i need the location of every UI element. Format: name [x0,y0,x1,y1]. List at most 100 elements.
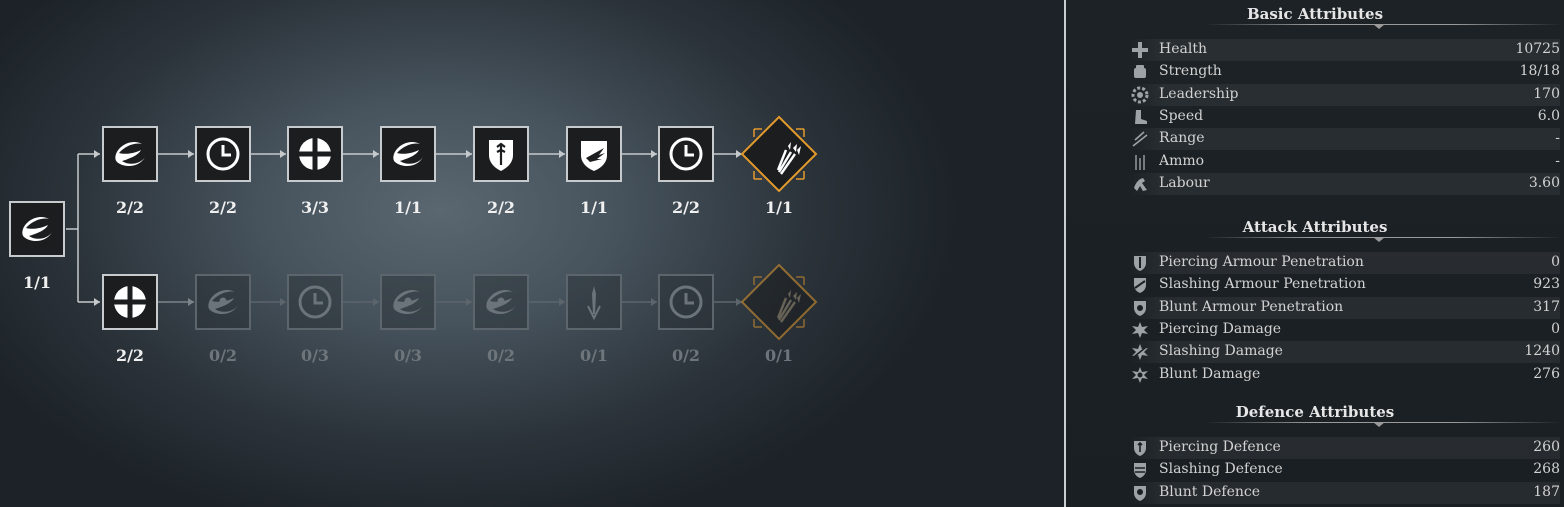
skill-node-spear-icon[interactable] [566,274,622,330]
skill-node-cross-shield-icon[interactable] [102,274,158,330]
connector-arrowhead [466,298,472,306]
blunt-damage-icon [1132,366,1148,383]
skill-tree-connectors [66,150,742,306]
skill-node-clock-icon[interactable] [658,126,714,182]
attribute-label: Piercing Damage [1159,320,1282,337]
attribute-label: Range [1159,130,1205,147]
skill-node-wing-shield-icon[interactable] [566,126,622,182]
defence-attributes-divider-arrow [1373,422,1385,427]
attribute-row-piercing-damage: Piercing Damage 0 [1128,319,1560,341]
attribute-row-slashing-damage: Slashing Damage 1240 [1128,341,1560,364]
skill-node-clock-icon[interactable] [195,126,251,182]
attribute-value: - [1555,152,1560,169]
attribute-row-blunt-armour-penetration: Blunt Armour Penetration 317 [1128,296,1560,319]
attribute-value: 0 [1551,254,1560,270]
attribute-label: Slashing Damage [1159,343,1283,360]
skill-node-count: 1/1 [764,198,794,217]
skill-node-count: 2/2 [208,198,238,217]
attribute-row-labour: Labour 3.60 [1128,172,1560,195]
attribute-value: 0 [1551,320,1560,337]
attribute-value: 10725 [1515,41,1560,57]
skill-node-count: 1/1 [22,273,52,292]
blunt-defence-icon [1134,485,1146,501]
skill-node-spear-volley-icon[interactable] [740,115,818,193]
connector-arrowhead [736,298,742,306]
piercing-penetration-icon [1134,256,1146,271]
skill-node-cross-shield-icon[interactable] [287,126,343,182]
connector-arrowhead [94,150,100,158]
connector-arrowhead [373,298,379,306]
attribute-row-ammo: Ammo - [1128,151,1560,173]
piercing-defence-icon [1134,441,1146,456]
skill-node-count: 0/1 [579,346,609,365]
connector-arrowhead [94,298,100,306]
skill-node-crescent-slash-icon[interactable] [9,201,65,257]
panel-divider [1064,0,1066,507]
connector-arrowhead [466,150,472,158]
attribute-row-leadership: Leadership 170 [1128,83,1560,106]
skill-node-count: 0/3 [393,346,423,365]
attribute-value: 170 [1533,85,1560,102]
attribute-label: Piercing Armour Penetration [1159,254,1364,270]
attribute-label: Slashing Defence [1159,461,1283,478]
labour-horse-icon [1134,177,1147,191]
basic-attributes-divider-arrow [1373,24,1385,29]
attribute-label: Blunt Damage [1159,365,1261,382]
skill-node-count: 2/2 [486,198,516,217]
connector-arrowhead [651,298,657,306]
attribute-value: - [1555,130,1560,147]
attribute-row-range: Range - [1128,128,1560,151]
attribute-label: Speed [1159,107,1204,124]
skill-node-count: 2/2 [115,346,145,365]
attribute-value: 3.60 [1528,174,1560,191]
skill-node-count: 1/1 [393,198,423,217]
basic-attributes-title: Basic Attributes [1246,5,1384,23]
attribute-label: Labour [1159,174,1210,191]
skill-node-count: 2/2 [115,198,145,217]
attack-attributes-title: Attack Attributes [1242,218,1388,236]
attribute-row-slashing-defence: Slashing Defence 268 [1128,459,1560,481]
connector-arrowhead [280,150,286,158]
skill-node-crescent-eye-icon[interactable] [195,274,251,330]
attribute-value: 923 [1533,276,1560,293]
attribute-label: Leadership [1159,85,1239,102]
skill-node-count: 0/2 [486,346,516,365]
attribute-value: 6.0 [1537,107,1560,124]
connector-arrowhead [651,150,657,158]
skill-node-crescent-eye-icon[interactable] [473,274,529,330]
attribute-value: 317 [1533,298,1560,315]
attribute-row-slashing-armour-penetration: Slashing Armour Penetration 923 [1128,274,1560,296]
skill-node-clock-icon[interactable] [287,274,343,330]
attribute-value: 268 [1533,461,1560,478]
speed-boot-icon [1135,109,1147,124]
attribute-row-blunt-damage: Blunt Damage 276 [1128,364,1560,386]
attribute-label: Piercing Defence [1159,439,1281,455]
attribute-label: Blunt Armour Penetration [1159,298,1344,315]
attribute-label: Ammo [1159,152,1205,169]
slashing-defence-icon [1134,463,1146,479]
defence-attributes-title: Defence Attributes [1235,403,1395,421]
slashing-penetration-icon [1134,278,1146,294]
skill-node-crescent-slash-icon[interactable] [380,126,436,182]
skill-node-count: 2/2 [671,198,701,217]
skill-node-clock-icon[interactable] [658,274,714,330]
skill-node-count: 0/2 [671,346,701,365]
attribute-value: 18/18 [1519,63,1560,80]
skill-node-arrow-shield-icon[interactable] [473,126,529,182]
skill-node-crescent-slash-icon[interactable] [102,126,158,182]
skill-node-count: 1/1 [579,198,609,217]
skill-node-count: 0/2 [208,346,238,365]
attribute-value: 1240 [1524,343,1560,360]
connector-arrowhead [188,150,194,158]
skill-node-spear-volley-icon[interactable] [740,263,818,341]
attribute-value: 276 [1533,365,1560,382]
skill-node-crescent-eye-icon[interactable] [380,274,436,330]
skill-node-count: 0/3 [300,346,330,365]
attribute-label: Slashing Armour Penetration [1159,276,1366,293]
leadership-gear-icon [1131,86,1149,104]
connector-arrowhead [736,150,742,158]
attribute-row-speed: Speed 6.0 [1128,106,1560,128]
